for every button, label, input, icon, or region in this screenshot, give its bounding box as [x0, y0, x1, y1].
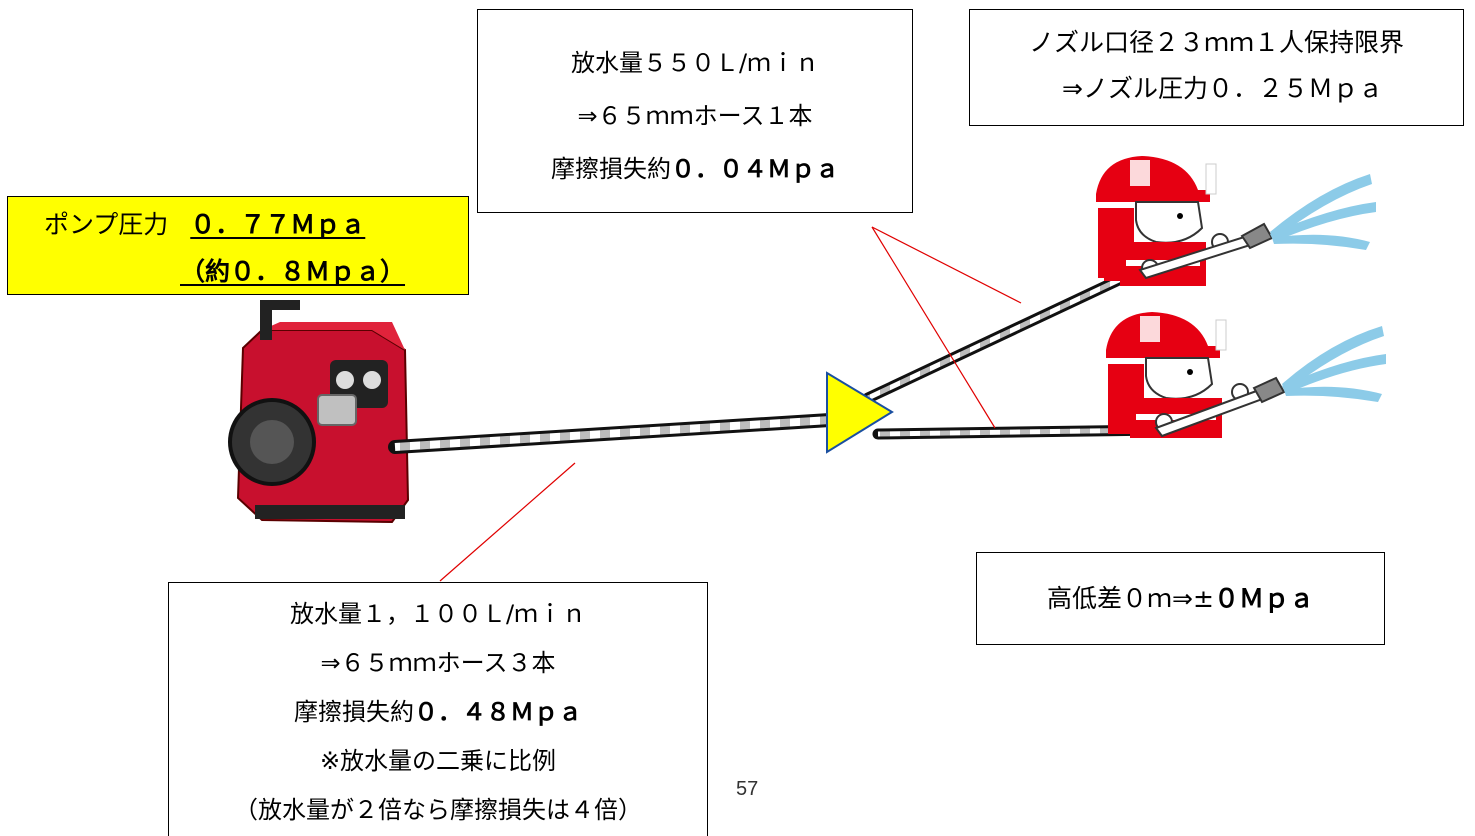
branch-hose-count: ⇒６５ｍｍホース１本 [577, 102, 813, 130]
square-law-note: ※放水量の二乗に比例 [319, 747, 557, 775]
leader-line-main [439, 462, 576, 582]
fire-pump-illustration [228, 300, 410, 524]
nozzle-pressure: ⇒ノズル圧力０．２５Ｍｐａ [1062, 74, 1383, 103]
elevation-label: 高低差０ｍ⇒± [1047, 584, 1214, 613]
main-friction-value: ０．４８Ｍｐａ [414, 698, 582, 726]
water-spray-icon [1282, 326, 1386, 402]
leader-line-lower [871, 226, 996, 429]
branch-friction-value: ０．０４Ｍｐａ [671, 155, 839, 183]
pump-pressure-line: ポンプ圧力 ０．７７Ｍｐａ [44, 205, 365, 241]
elevation-box: 高低差０ｍ⇒±０Ｍｐａ [976, 552, 1385, 645]
main-friction-label: 摩擦損失約 [294, 698, 414, 726]
square-law-example: （放水量が２倍なら摩擦損失は４倍） [234, 796, 642, 824]
pump-pressure-value: ０．７７Ｍｐａ [190, 210, 366, 239]
hose-divider-icon [826, 371, 894, 454]
firefighter-icon [1096, 156, 1274, 286]
branch-flow-rate: 放水量５５０Ｌ/ｍｉｎ [570, 49, 820, 77]
branch-friction-label: 摩擦損失約 [551, 155, 671, 183]
main-friction-loss: 摩擦損失約０．４８Ｍｐａ [169, 688, 707, 737]
branch-friction-loss: 摩擦損失約０．０４Ｍｐａ [478, 143, 912, 196]
water-spray-icon [1270, 174, 1376, 250]
main-flow-rate: 放水量１，１００Ｌ/ｍｉｎ [289, 600, 587, 628]
upper-branch-hose [862, 264, 1146, 404]
leader-line-upper [871, 226, 1022, 304]
pump-pressure-box: ポンプ圧力 ０．７７Ｍｐａ （約０．８Ｍｐａ） [7, 196, 469, 295]
main-hose-count: ⇒６５ｍｍホース３本 [320, 649, 556, 677]
firefighter-icon [1106, 312, 1286, 438]
nozzle-box: ノズル口径２３ｍｍ１人保持限界 ⇒ノズル圧力０．２５Ｍｐａ [969, 9, 1464, 126]
nozzle-diameter-limit: ノズル口径２３ｍｍ１人保持限界 [1028, 28, 1404, 57]
page-number: 57 [736, 778, 759, 800]
elevation-value: ０Ｍｐａ [1213, 584, 1314, 613]
branch-hose-box: 放水量５５０Ｌ/ｍｉｎ ⇒６５ｍｍホース１本 摩擦損失約０．０４Ｍｐａ [477, 9, 913, 213]
main-hose-box: 放水量１，１００Ｌ/ｍｉｎ ⇒６５ｍｍホース３本 摩擦損失約０．４８Ｍｐａ ※放… [168, 582, 708, 836]
pump-pressure-approx: （約０．８Ｍｐａ） [180, 257, 406, 286]
pump-pressure-label: ポンプ圧力 [44, 210, 169, 239]
main-hose [388, 413, 837, 454]
